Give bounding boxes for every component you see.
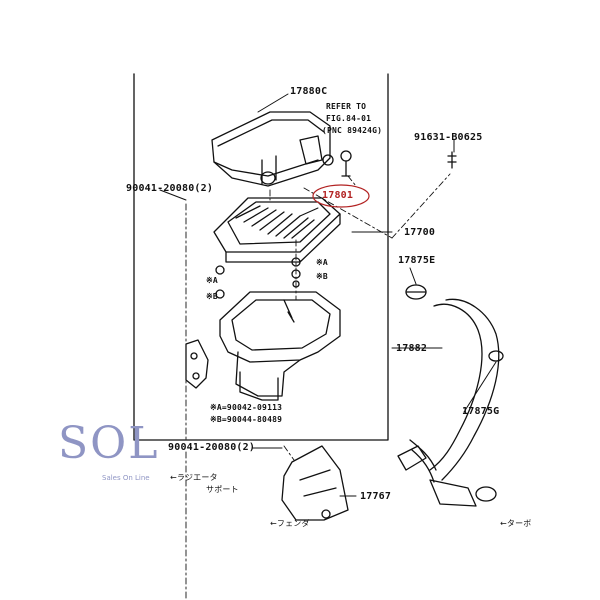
label-91631-b0625: 91631-B0625 [414,132,483,143]
label-mark-a-left: ※A [206,276,218,285]
label-17767: 17767 [360,491,392,502]
label-cut-bottom-left: ←フェンダ [270,519,310,528]
air-cleaner-case [185,291,341,401]
label-17875g: 17875G [462,406,500,417]
label-17882: 17882 [396,343,428,354]
label-cut-bottom-right: ←ターボ [500,519,532,528]
highlight-circle [312,184,370,208]
label-90041-bottom: 90041-20080(2) [168,442,256,453]
label-pnc-ref: (PNC 89424G) [322,126,383,135]
filter-element [213,197,341,263]
label-note-b: ※B=90044-80489 [210,415,283,424]
label-note-a: ※A=90042-09113 [210,403,283,412]
label-17875e: 17875E [398,255,436,266]
intake-hose [397,298,500,507]
label-radiator-line2: サポート [206,485,239,494]
label-refer-to: REFER TO [326,102,367,111]
label-mark-b-right: ※B [316,272,328,281]
label-17700: 17700 [404,227,436,238]
logo-text: SOL [58,418,160,469]
label-17801: 17801 [322,190,354,201]
bolt [340,150,352,177]
air-cleaner-cap [211,111,334,187]
label-mark-b-left: ※B [206,292,218,301]
assembly-frame [133,73,389,441]
label-mark-a-right: ※A [316,258,328,267]
label-radiator-line1: ←ラジエータ [170,473,218,482]
label-fig-ref: FIG.84-01 [326,114,372,123]
bracket [281,445,349,521]
guide-lines [185,173,451,600]
clip-91631 [447,151,457,169]
logo-tagline: Sales On Line [102,474,150,482]
label-90041-top: 90041-20080(2) [126,183,214,194]
leader-lines [159,93,497,497]
hose-clamp-top [405,284,427,300]
sol-logo: SOL Sales On Line [58,418,208,488]
label-17880c: 17880C [290,86,328,97]
hose-clamp-bottom [475,350,504,502]
